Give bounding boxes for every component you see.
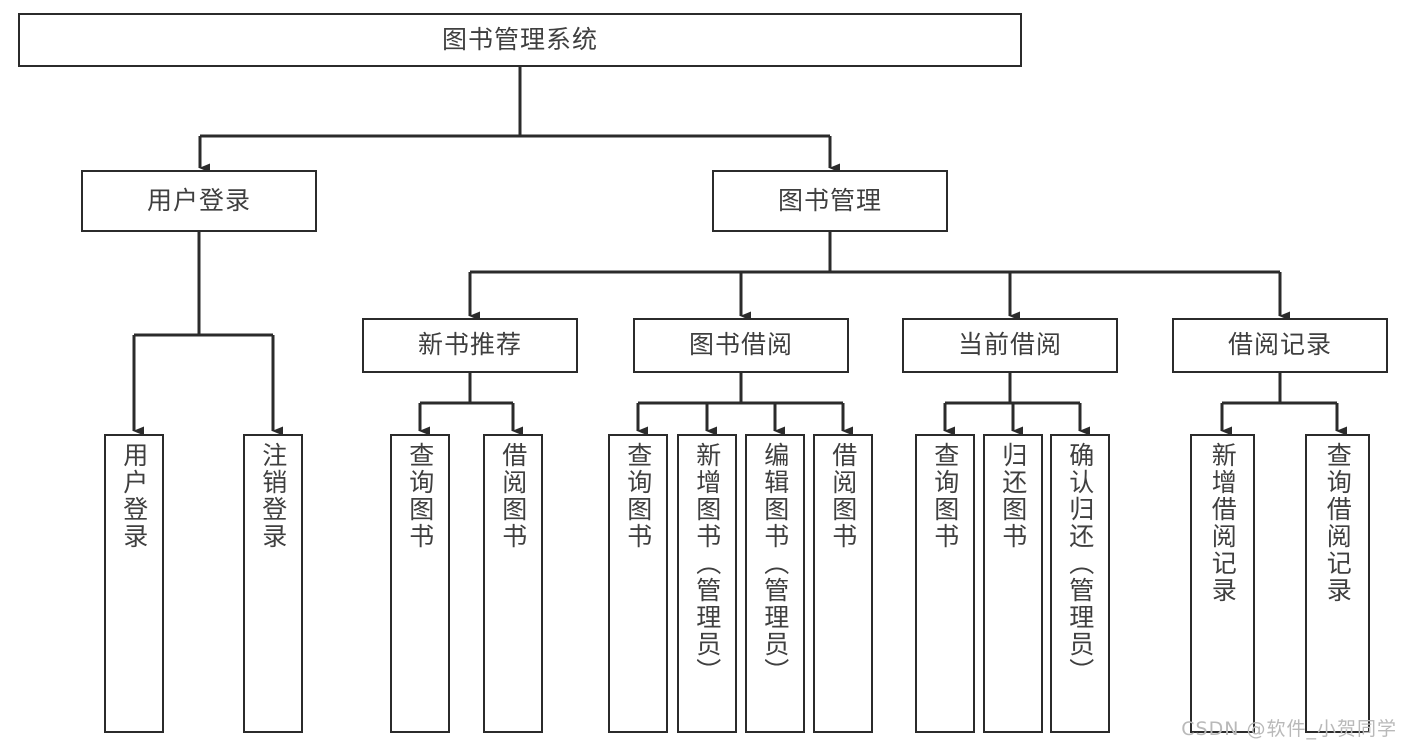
leaf-confirm-return[interactable]: 确认归还（管理员） <box>1050 434 1110 733</box>
leaf-edit-book[interactable]: 编辑图书（管理员） <box>745 434 805 733</box>
leaf-return-book[interactable]: 归还图书 <box>983 434 1043 733</box>
csdn-watermark: CSDN @软件_小贺同学 <box>1181 718 1397 740</box>
leaf-query-book-borrow-label: 查询图书 <box>623 442 653 550</box>
leaf-confirm-return-label: 确认归还（管理员） <box>1065 442 1095 685</box>
node-user-login-label: 用户登录 <box>146 185 251 215</box>
node-book-manage-label: 图书管理 <box>777 185 882 215</box>
leaf-return-book-label: 归还图书 <box>998 442 1028 550</box>
node-current-borrow-label: 当前借阅 <box>957 330 1062 360</box>
node-book-borrow-label: 图书借阅 <box>688 330 793 360</box>
leaf-add-book[interactable]: 新增图书（管理员） <box>677 434 737 733</box>
leaf-add-record-label: 新增借阅记录 <box>1208 442 1238 604</box>
leaf-edit-book-label: 编辑图书（管理员） <box>760 442 790 685</box>
node-new-book-rec[interactable]: 新书推荐 <box>362 318 578 373</box>
node-book-borrow[interactable]: 图书借阅 <box>633 318 849 373</box>
node-user-login[interactable]: 用户登录 <box>81 170 317 232</box>
leaf-query-book-cur-label: 查询图书 <box>930 442 960 550</box>
leaf-user-login-label: 用户登录 <box>119 442 149 550</box>
node-borrow-record-label: 借阅记录 <box>1227 330 1332 360</box>
leaf-borrow-book-rec-label: 借阅图书 <box>498 442 528 550</box>
node-borrow-record[interactable]: 借阅记录 <box>1172 318 1388 373</box>
leaf-add-record[interactable]: 新增借阅记录 <box>1190 434 1255 733</box>
leaf-query-record-label: 查询借阅记录 <box>1323 442 1353 604</box>
leaf-query-book-rec[interactable]: 查询图书 <box>390 434 450 733</box>
leaf-query-book-cur[interactable]: 查询图书 <box>915 434 975 733</box>
leaf-logout-label: 注销登录 <box>258 442 288 550</box>
node-current-borrow[interactable]: 当前借阅 <box>902 318 1118 373</box>
leaf-borrow-book-label: 借阅图书 <box>828 442 858 550</box>
node-new-book-rec-label: 新书推荐 <box>417 330 522 360</box>
leaf-query-record[interactable]: 查询借阅记录 <box>1305 434 1370 733</box>
node-root-label: 图书管理系统 <box>441 24 598 54</box>
leaf-add-book-label: 新增图书（管理员） <box>692 442 722 685</box>
leaf-user-login[interactable]: 用户登录 <box>104 434 164 733</box>
node-book-manage[interactable]: 图书管理 <box>712 170 948 232</box>
leaf-logout[interactable]: 注销登录 <box>243 434 303 733</box>
leaf-query-book-rec-label: 查询图书 <box>405 442 435 550</box>
node-root[interactable]: 图书管理系统 <box>18 13 1022 67</box>
leaf-borrow-book[interactable]: 借阅图书 <box>813 434 873 733</box>
leaf-query-book-borrow[interactable]: 查询图书 <box>608 434 668 733</box>
leaf-borrow-book-rec[interactable]: 借阅图书 <box>483 434 543 733</box>
